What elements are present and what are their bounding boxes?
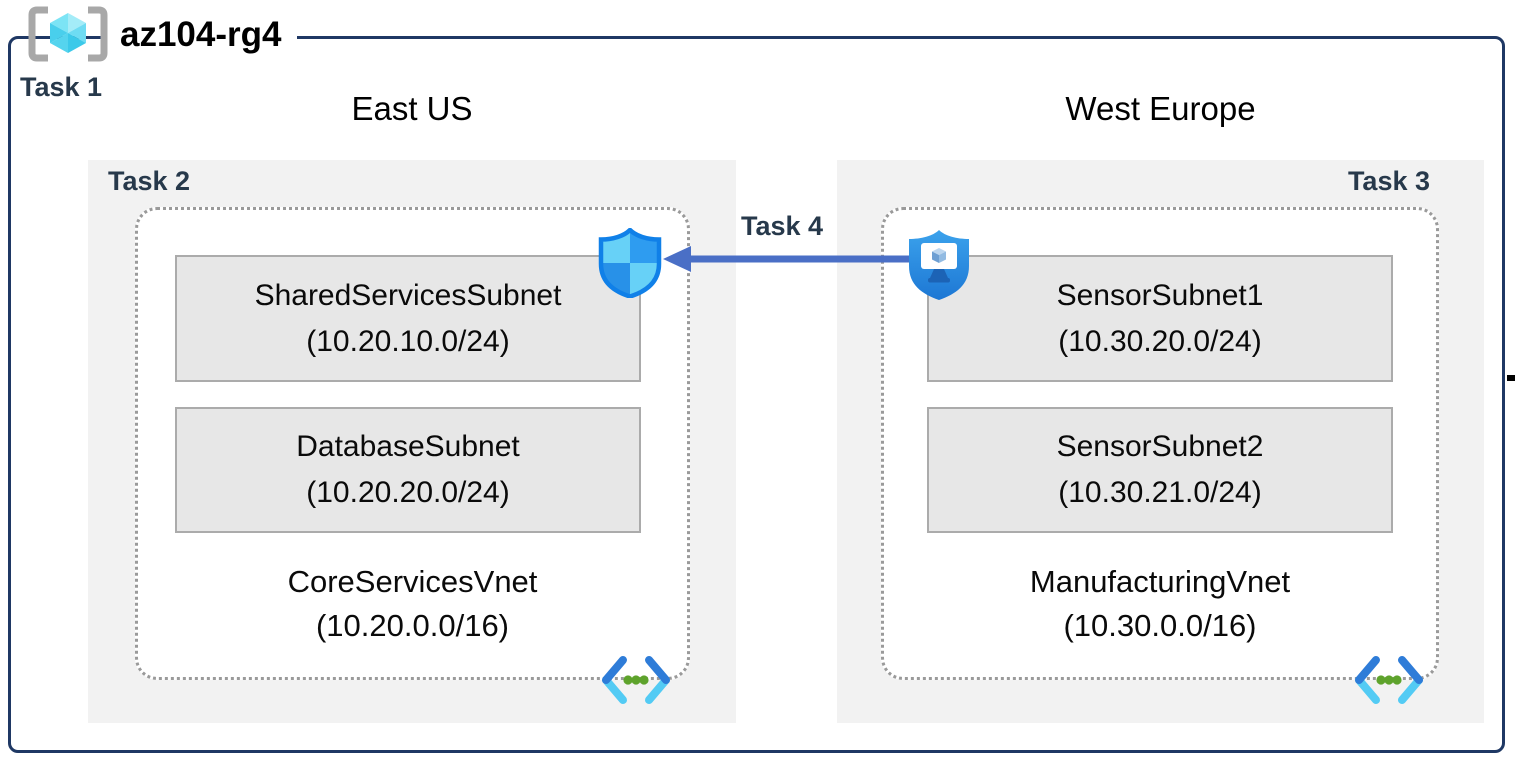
virtual-network-icon <box>1352 653 1426 707</box>
subnet-sensor1: SensorSubnet1 (10.30.20.0/24) <box>927 255 1393 382</box>
subnet-sharedservices: SharedServicesSubnet (10.20.10.0/24) <box>175 255 641 382</box>
resource-group-icon <box>24 3 112 65</box>
subnet-name: DatabaseSubnet <box>296 430 520 463</box>
subnet-cidr: (10.30.21.0/24) <box>1058 476 1262 509</box>
network-security-group-icon <box>598 226 662 299</box>
resource-group-frame <box>8 36 1505 753</box>
subnet-name: SensorSubnet2 <box>1056 430 1264 463</box>
subnet-name: SharedServicesSubnet <box>254 278 562 312</box>
cropped-connector-dash <box>1507 375 1515 381</box>
subnet-cidr: (10.20.10.0/24) <box>306 324 510 358</box>
task2-label: Task 2 <box>108 166 191 196</box>
subnet-sensor2: SensorSubnet2 (10.30.21.0/24) <box>927 407 1393 533</box>
task1-label: Task 1 <box>20 72 103 102</box>
vnet-cidr: (10.30.0.0/16) <box>1063 608 1257 643</box>
resource-group-title: az104-rg4 <box>104 12 298 58</box>
task3-label: Task 3 <box>1347 166 1430 196</box>
subnet-cidr: (10.20.20.0/24) <box>306 476 510 509</box>
subnet-name: SensorSubnet1 <box>1056 278 1264 312</box>
region-title-east-us: East US <box>351 90 473 127</box>
subnet-database: DatabaseSubnet (10.20.20.0/24) <box>175 407 641 533</box>
vnet-name: CoreServicesVnet <box>287 564 538 599</box>
virtual-network-icon <box>599 653 673 707</box>
subnet-cidr: (10.30.20.0/24) <box>1058 324 1262 358</box>
vnet-label-manufacturing: ManufacturingVnet (10.30.0.0/16) <box>881 560 1439 648</box>
region-title-west-europe: West Europe <box>1065 90 1256 127</box>
vnet-label-coreservices: CoreServicesVnet (10.20.0.0/16) <box>135 560 690 648</box>
task4-label: Task 4 <box>740 211 824 241</box>
application-security-group-icon <box>906 228 972 302</box>
vnet-cidr: (10.20.0.0/16) <box>315 608 510 643</box>
connection-arrow <box>655 240 917 280</box>
vnet-name: ManufacturingVnet <box>1029 564 1291 599</box>
